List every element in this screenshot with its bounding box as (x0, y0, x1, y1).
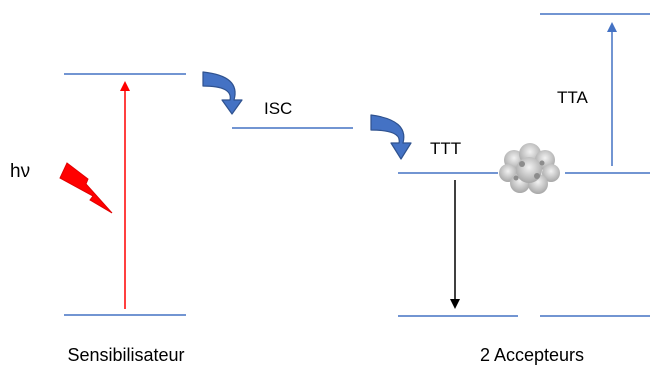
photon-label: hν (10, 161, 30, 182)
collision-cloud-icon (499, 143, 560, 194)
sensitizer-label: Sensibilisateur (67, 345, 184, 365)
ttt-curved-arrow-icon (370, 114, 412, 160)
ttt-label: TTT (430, 139, 461, 158)
acceptors-label: 2 Accepteurs (480, 345, 584, 365)
isc-label: ISC (264, 99, 292, 118)
lightning-bolt-icon (59, 162, 113, 214)
isc-curved-arrow-icon (202, 71, 243, 115)
tta-label: TTA (557, 88, 589, 107)
